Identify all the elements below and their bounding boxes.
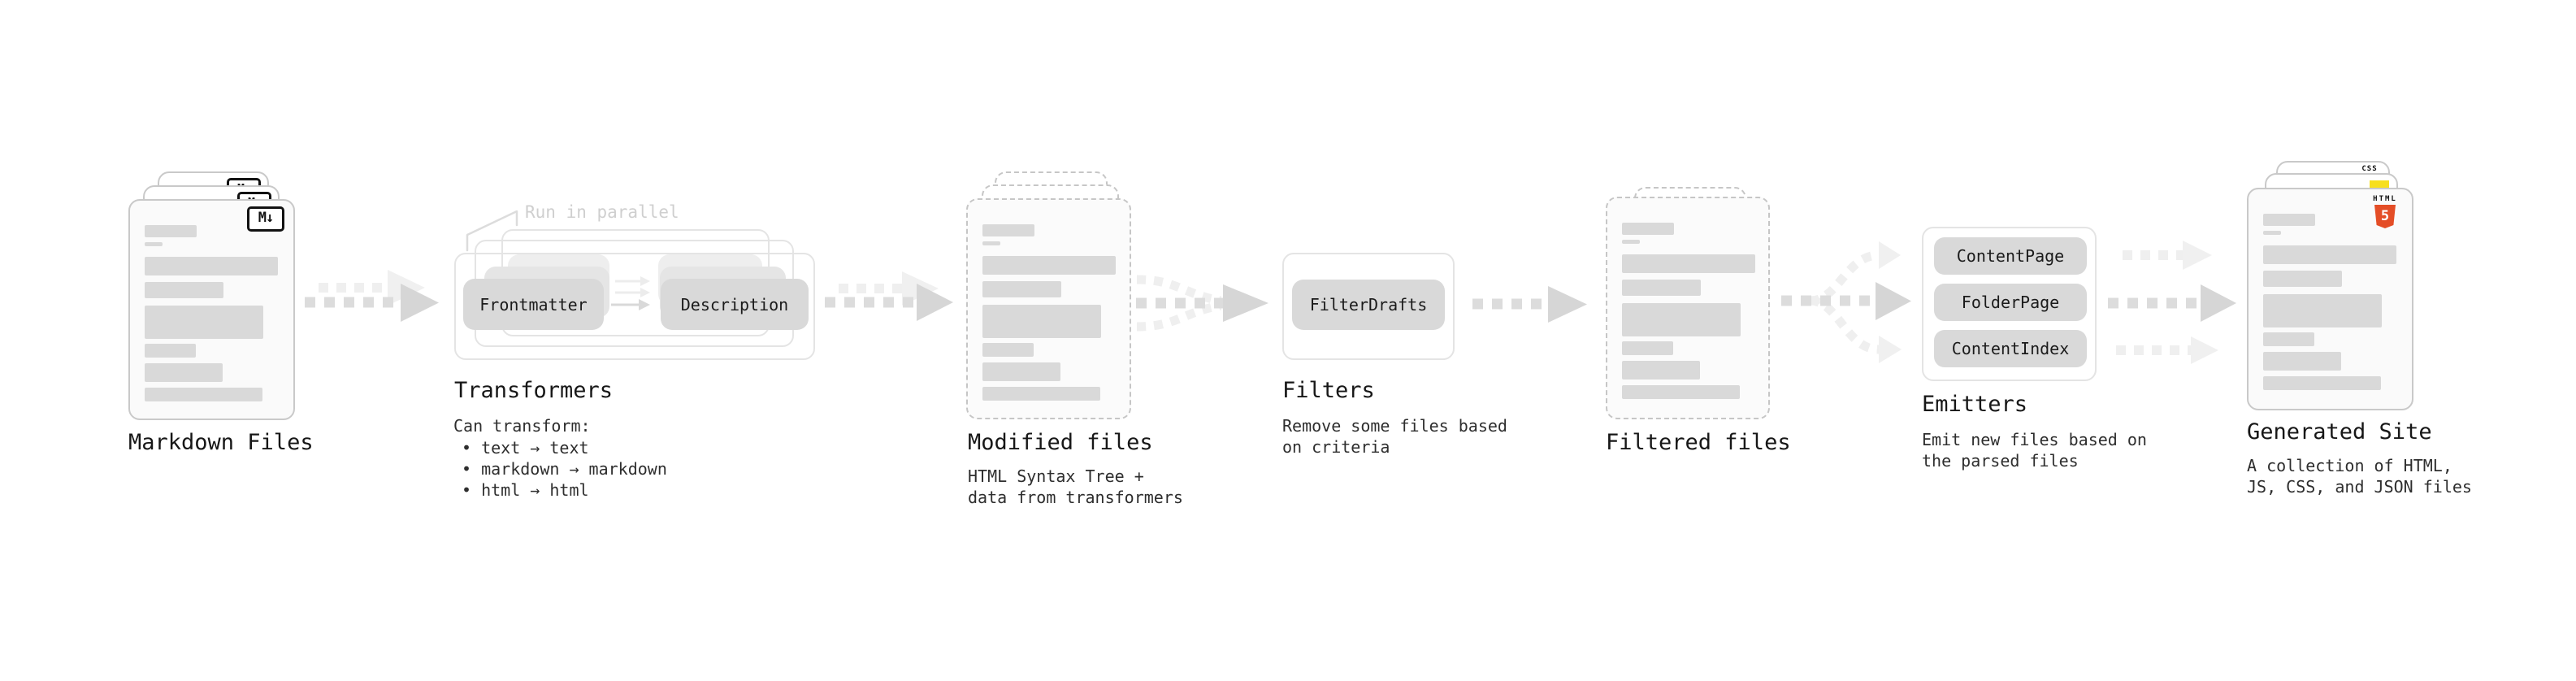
modified-file-card-front bbox=[966, 198, 1131, 419]
filtered-file-card-front bbox=[1606, 197, 1770, 419]
file-skeleton-content bbox=[1622, 223, 1755, 399]
transformers-bullet: • text → text bbox=[462, 438, 589, 458]
modified-files-desc: HTML Syntax Tree + bbox=[968, 466, 1144, 486]
stage-title-transformers: Transformers bbox=[454, 378, 614, 403]
stage-title-generated-site: Generated Site bbox=[2247, 419, 2432, 445]
arrow-filters-to-filtered bbox=[1472, 286, 1587, 323]
generated-site-desc: JS, CSS, and JSON files bbox=[2247, 477, 2472, 497]
markdown-icon: M↓ bbox=[247, 206, 284, 232]
modified-files-desc: data from transformers bbox=[968, 488, 1183, 507]
html5-icon: HTML 5 bbox=[2368, 195, 2402, 228]
file-skeleton-content bbox=[145, 225, 279, 401]
run-in-parallel-leader-line bbox=[466, 210, 518, 252]
transformers-desc-heading: Can transform: bbox=[453, 416, 591, 436]
run-in-parallel-annotation: Run in parallel bbox=[525, 202, 679, 222]
transformer-parallel-arrows bbox=[611, 276, 650, 310]
filterdrafts-pill: FilterDrafts bbox=[1292, 280, 1445, 330]
stage-title-filtered-files: Filtered files bbox=[1606, 430, 1791, 455]
emitters-desc: Emit new files based on bbox=[1922, 430, 2147, 449]
filters-desc: Remove some files based bbox=[1282, 416, 1507, 436]
contentpage-pill: ContentPage bbox=[1934, 237, 2087, 275]
arrow-filtered-to-emitters bbox=[1781, 241, 1911, 363]
transformer-box-front bbox=[454, 253, 815, 360]
js-file-icon bbox=[2370, 180, 2389, 189]
stage-title-modified-files: Modified files bbox=[968, 430, 1153, 455]
frontmatter-pill: Frontmatter bbox=[463, 279, 604, 330]
file-skeleton-content bbox=[982, 224, 1116, 401]
stage-title-markdown-files: Markdown Files bbox=[128, 430, 314, 455]
arrow-modified-to-filters bbox=[1136, 275, 1268, 332]
arrow-transformers-to-modified bbox=[825, 271, 953, 321]
transformers-bullet: • markdown → markdown bbox=[462, 459, 667, 479]
transformers-bullet: • html → html bbox=[462, 480, 589, 500]
arrow-emitters-to-generated bbox=[2108, 241, 2236, 364]
markdown-file-card-front: M↓ bbox=[128, 199, 295, 420]
file-skeleton-content bbox=[2263, 214, 2397, 390]
stage-title-filters: Filters bbox=[1282, 378, 1375, 403]
generated-file-card-html: HTML 5 bbox=[2247, 188, 2413, 410]
arrow-markdown-to-transformers bbox=[305, 270, 439, 322]
stage-title-emitters: Emitters bbox=[1922, 392, 2028, 417]
filters-desc: on criteria bbox=[1282, 437, 1390, 457]
folderpage-pill: FolderPage bbox=[1934, 284, 2087, 321]
description-pill: Description bbox=[661, 279, 809, 330]
generated-site-desc: A collection of HTML, bbox=[2247, 456, 2452, 475]
contentindex-pill: ContentIndex bbox=[1934, 330, 2087, 367]
emitters-desc: the parsed files bbox=[1922, 451, 2079, 471]
